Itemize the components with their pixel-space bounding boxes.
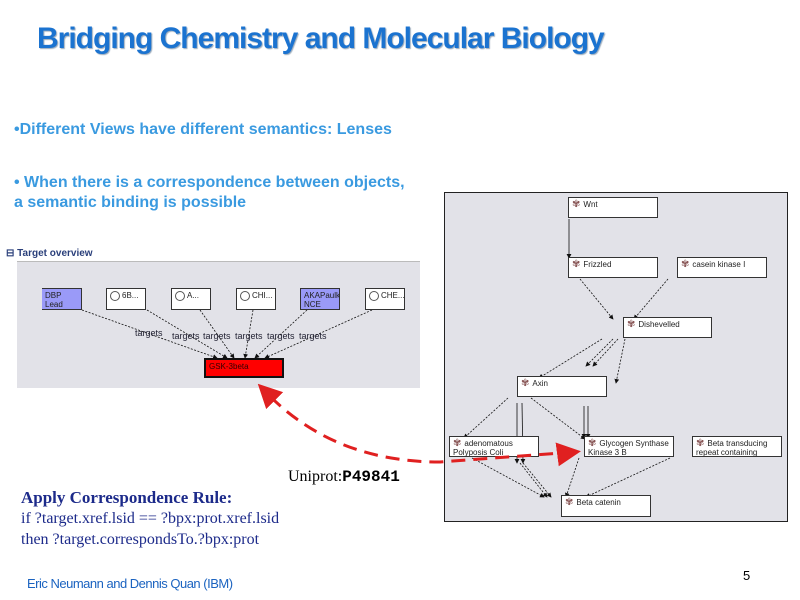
benzene-icon bbox=[240, 291, 250, 301]
compound-node-dbp-lead[interactable]: DBP Lead bbox=[42, 288, 82, 310]
node-label: Beta catenin bbox=[576, 498, 621, 507]
pathway-node-frizzled[interactable]: ✾Frizzled bbox=[568, 257, 658, 278]
target-overview-panel: targets targets targets targets targets … bbox=[17, 261, 420, 388]
pathway-node-beta-transducing[interactable]: ✾Beta transducing repeat containing bbox=[692, 436, 782, 457]
correspondence-rule: Apply Correspondence Rule: if ?target.xr… bbox=[21, 487, 279, 550]
node-label: adenomatous Polyposis Coli bbox=[453, 439, 513, 457]
node-label: Dishevelled bbox=[638, 320, 680, 329]
rule-line-if: if ?target.xref.lsid == ?bpx:prot.xref.l… bbox=[21, 510, 280, 527]
node-label: A... bbox=[187, 291, 200, 301]
bullet-binding: • When there is a correspondence between… bbox=[14, 174, 405, 211]
protein-icon: ✾ bbox=[521, 378, 530, 389]
protein-icon: ✾ bbox=[696, 438, 705, 449]
bullet-lenses: •Different Views have different semantic… bbox=[14, 121, 392, 138]
protein-icon: ✾ bbox=[572, 259, 581, 270]
benzene-icon bbox=[369, 291, 379, 301]
pathway-node-wnt[interactable]: ✾Wnt bbox=[568, 197, 658, 218]
uniprot-prefix: Uniprot: bbox=[288, 468, 343, 485]
rule-heading: Apply Correspondence Rule: bbox=[21, 488, 233, 507]
uniprot-accession: P49841 bbox=[342, 468, 400, 486]
protein-icon: ✾ bbox=[572, 199, 581, 210]
rule-line-then: then ?target.correspondsTo.?bpx:prot bbox=[21, 531, 260, 548]
pathway-node-dishevelled[interactable]: ✾Dishevelled bbox=[623, 317, 712, 338]
pathway-panel: ✾Wnt ✾Frizzled ✾casein kinase I ✾Disheve… bbox=[444, 192, 788, 522]
node-label: casein kinase I bbox=[692, 260, 746, 269]
node-label: Frizzled bbox=[583, 260, 612, 269]
compound-node-akapaulk[interactable]: AKAPaulk NCE bbox=[300, 288, 340, 310]
protein-icon: ✾ bbox=[565, 497, 574, 508]
pathway-node-axin[interactable]: ✾Axin bbox=[517, 376, 607, 397]
node-label: Glycogen Synthase Kinase 3 B bbox=[588, 439, 669, 457]
edge-label: targets bbox=[267, 331, 295, 341]
slide-title: Bridging Chemistry and Molecular Biology bbox=[37, 22, 605, 55]
node-label: Axin bbox=[532, 379, 548, 388]
node-label: Beta transducing repeat containing bbox=[696, 439, 768, 457]
protein-icon: ✾ bbox=[588, 438, 597, 449]
edge-label: targets bbox=[235, 331, 263, 341]
compound-node[interactable]: CHE... bbox=[365, 288, 405, 310]
benzene-icon bbox=[110, 291, 120, 301]
protein-icon: ✾ bbox=[453, 438, 462, 449]
pathway-edges bbox=[463, 219, 671, 498]
edge-label: targets bbox=[172, 331, 200, 341]
node-label: CHE... bbox=[381, 291, 405, 301]
pathway-node-casein-kinase[interactable]: ✾casein kinase I bbox=[677, 257, 767, 278]
edge-label: targets bbox=[135, 328, 163, 338]
target-overview-title: Target overview bbox=[17, 248, 93, 259]
uniprot-id: Uniprot:P49841 bbox=[288, 468, 400, 486]
node-label: CHI... bbox=[252, 291, 273, 301]
page-number: 5 bbox=[743, 568, 751, 583]
collapse-icon[interactable]: ⊟ bbox=[6, 248, 15, 259]
target-node-gsk3beta[interactable]: GSK-3beta bbox=[204, 358, 284, 378]
protein-icon: ✾ bbox=[627, 319, 636, 330]
protein-icon: ✾ bbox=[681, 259, 690, 270]
pathway-node-gsk3b[interactable]: ✾Glycogen Synthase Kinase 3 B bbox=[584, 436, 674, 457]
node-label: 6B... bbox=[122, 291, 139, 301]
compound-node[interactable]: CHI... bbox=[236, 288, 276, 310]
edge-label: targets bbox=[203, 331, 231, 341]
pathway-node-apc[interactable]: ✾adenomatous Polyposis Coli bbox=[449, 436, 539, 457]
benzene-icon bbox=[175, 291, 185, 301]
node-label: Wnt bbox=[583, 200, 598, 209]
target-overview-header[interactable]: ⊟ Target overview bbox=[6, 248, 93, 259]
edge-label: targets bbox=[299, 331, 327, 341]
pathway-node-beta-catenin[interactable]: ✾Beta catenin bbox=[561, 495, 651, 517]
compound-node[interactable]: A... bbox=[171, 288, 211, 310]
target-edges bbox=[81, 309, 373, 359]
footer-authors: Eric Neumann and Dennis Quan (IBM) bbox=[27, 576, 233, 591]
compound-node[interactable]: 6B... bbox=[106, 288, 146, 310]
